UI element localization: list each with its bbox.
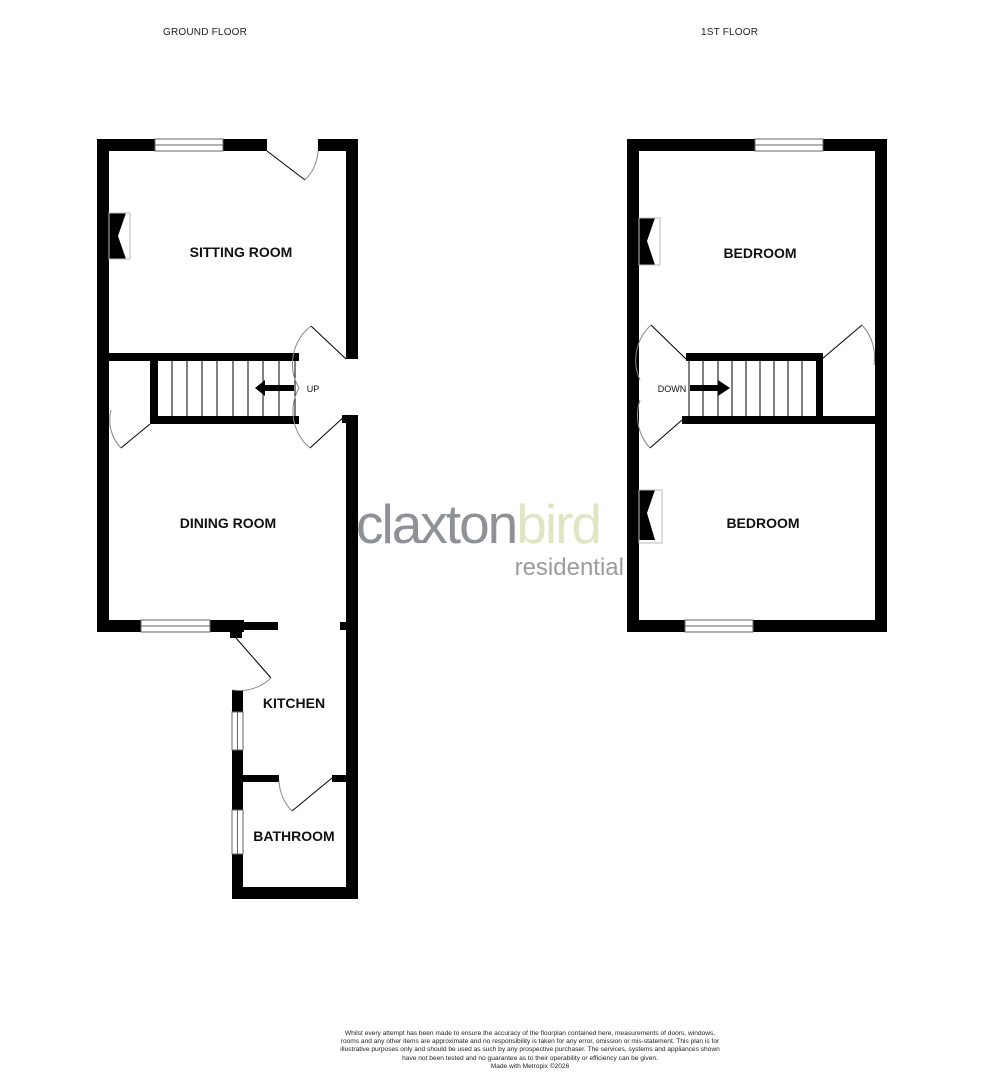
room-label-bathroom: BATHROOM	[253, 828, 334, 844]
room-label-bedroom-front: BEDROOM	[723, 245, 796, 261]
room-label-kitchen: KITCHEN	[263, 695, 325, 711]
first-floor-walls	[627, 139, 887, 632]
stairs-up-arrow-icon	[255, 380, 294, 396]
stairs-down-arrow-icon	[690, 380, 730, 396]
stairs-up-label: UP	[307, 384, 320, 394]
stairs-down-label: DOWN	[658, 384, 687, 394]
ground-floor-stairs	[171, 361, 296, 416]
ground-floor-title: GROUND FLOOR	[163, 27, 248, 38]
bedroom-front-fireplace	[638, 217, 661, 266]
first-floor-title: 1ST FLOOR	[701, 27, 759, 38]
ground-floor-windows	[140, 138, 244, 855]
sitting-room-fireplace	[108, 212, 131, 260]
disclaimer-credit: Made with Metropix ©2026	[490, 1062, 570, 1070]
first-floor-windows	[684, 138, 824, 633]
room-label-sitting-room: SITTING ROOM	[190, 244, 293, 260]
disclaimer: Whilst every attempt has been made to en…	[340, 1030, 720, 1071]
disclaimer-text: Whilst every attempt has been made to en…	[340, 1030, 720, 1062]
ground-floor-plan: SITTING ROOM DINING ROOM KITCHEN BATHROO…	[97, 138, 358, 899]
room-label-dining-room: DINING ROOM	[180, 515, 276, 531]
ground-floor-doors	[109, 150, 347, 812]
first-floor-doors	[635, 324, 876, 449]
ground-floor-walls	[97, 139, 358, 899]
bedroom-rear-fireplace	[638, 489, 663, 544]
first-floor-plan: BEDROOM BEDROOM DOWN	[627, 138, 887, 633]
room-label-bedroom-rear: BEDROOM	[726, 515, 799, 531]
